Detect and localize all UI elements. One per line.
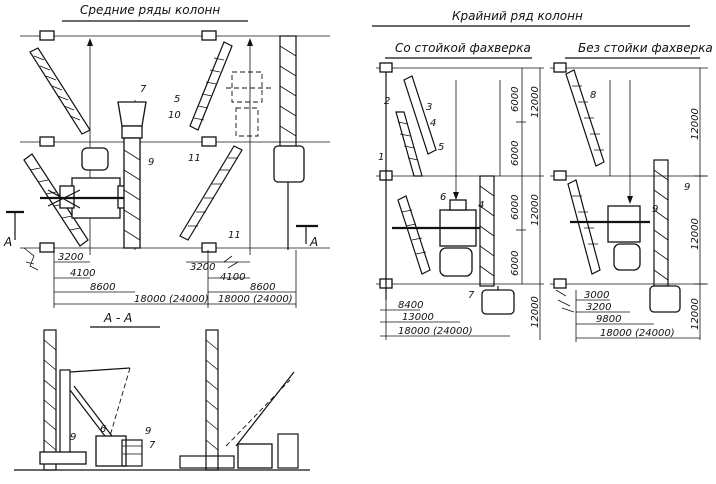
callout-4: 4 xyxy=(478,200,484,211)
dim-12000: 12000 xyxy=(530,86,541,118)
dim-12000: 12000 xyxy=(690,298,701,330)
plan-middle-rows: А А 7 9 5 10 11 11 3200 4100 8 xyxy=(3,30,330,308)
header-section: А - А xyxy=(90,311,160,328)
dim-3200: 3200 xyxy=(586,302,611,313)
callout-9: 9 xyxy=(684,182,690,193)
truck-vehicle xyxy=(273,145,305,250)
section-mark-right: А xyxy=(296,224,318,249)
callout-10: 10 xyxy=(168,110,181,121)
header-without-post-text: Без стойки фахверка xyxy=(578,41,713,55)
dim-4100: 4100 xyxy=(70,268,95,279)
dim-span: 18000 (24000) xyxy=(600,328,675,339)
dim-6000: 6000 xyxy=(510,141,521,166)
dim-6000: 6000 xyxy=(510,195,521,220)
dim-3200: 3200 xyxy=(190,262,215,273)
dim-12000: 12000 xyxy=(690,218,701,250)
crane-dashed-outline xyxy=(226,71,272,137)
header-middle-rows: Средние ряды колонн xyxy=(62,3,248,22)
dim-3000: 3000 xyxy=(584,290,609,301)
column-marker xyxy=(39,30,55,41)
column-marker xyxy=(39,136,55,147)
callout-9: 9 xyxy=(652,204,658,215)
dimension-lines xyxy=(575,68,706,342)
section-view: 9 6 9 7 xyxy=(14,329,310,471)
dim-12000: 12000 xyxy=(530,194,541,226)
small-elements xyxy=(23,247,239,271)
section-mark-left-text: А xyxy=(3,235,12,249)
column-marker xyxy=(39,242,55,253)
header-without-post: Без стойки фахверка xyxy=(565,41,713,59)
callout-6: 6 xyxy=(440,192,446,203)
dim-12000: 12000 xyxy=(530,296,541,328)
dim-6000: 6000 xyxy=(510,251,521,276)
header-middle-rows-text: Средние ряды колонн xyxy=(80,3,220,17)
callout-4: 4 xyxy=(430,118,436,129)
dim-6000: 6000 xyxy=(510,87,521,112)
dim-12000: 12000 xyxy=(690,108,701,140)
callout-6: 6 xyxy=(100,424,106,435)
callout-7: 7 xyxy=(140,84,147,95)
truck-vehicle xyxy=(117,101,147,249)
truss-element xyxy=(23,153,89,247)
callout-11: 11 xyxy=(228,230,241,241)
header-with-post: Со стойкой фахверка xyxy=(385,41,532,59)
header-outer-row: Крайний ряд колонн xyxy=(372,9,690,27)
callout-9: 9 xyxy=(145,426,151,437)
column-marker xyxy=(201,242,217,253)
callout-3: 3 xyxy=(426,102,432,113)
dim-span: 18000 (24000) xyxy=(218,294,293,305)
dim-8400: 8400 xyxy=(398,300,423,311)
dim-8600: 8600 xyxy=(250,282,275,293)
header-outer-row-text: Крайний ряд колонн xyxy=(452,9,583,23)
dim-3200: 3200 xyxy=(58,252,83,263)
dimension-lines xyxy=(53,250,297,308)
plan-without-post: 8 9 9 12000 12000 12000 3000 3200 9800 1… xyxy=(550,62,708,342)
callout-9: 9 xyxy=(70,432,76,443)
dim-span: 18000 (24000) xyxy=(134,294,209,305)
callout-7: 7 xyxy=(149,440,156,451)
truss-element xyxy=(189,41,233,131)
truss-element xyxy=(179,145,243,241)
callout-11: 11 xyxy=(188,153,201,164)
callout-7: 7 xyxy=(468,290,475,301)
dim-8600: 8600 xyxy=(90,282,115,293)
header-section-text: А - А xyxy=(103,311,132,325)
callout-1: 1 xyxy=(378,152,384,163)
dim-span: 18000 (24000) xyxy=(398,326,473,337)
column-marker xyxy=(201,30,217,41)
truss-element xyxy=(29,47,91,135)
callout-5: 5 xyxy=(174,94,180,105)
callout-9: 9 xyxy=(148,157,154,168)
dim-4100: 4100 xyxy=(220,272,245,283)
callout-2: 2 xyxy=(384,96,390,107)
callout-8: 8 xyxy=(590,90,596,101)
header-with-post-text: Со стойкой фахверка xyxy=(395,41,531,55)
dimension-lines xyxy=(380,68,541,340)
section-mark-left: А xyxy=(3,210,24,249)
dim-13000: 13000 xyxy=(402,312,434,323)
section-mark-right-text: А xyxy=(309,235,318,249)
truss-element xyxy=(279,35,297,147)
column-marker xyxy=(201,136,217,147)
plan-with-post: 2 3 4 5 1 6 4 7 6000 6000 6000 6000 1200… xyxy=(376,62,544,340)
callout-5: 5 xyxy=(438,142,444,153)
dim-9800: 9800 xyxy=(596,314,621,325)
